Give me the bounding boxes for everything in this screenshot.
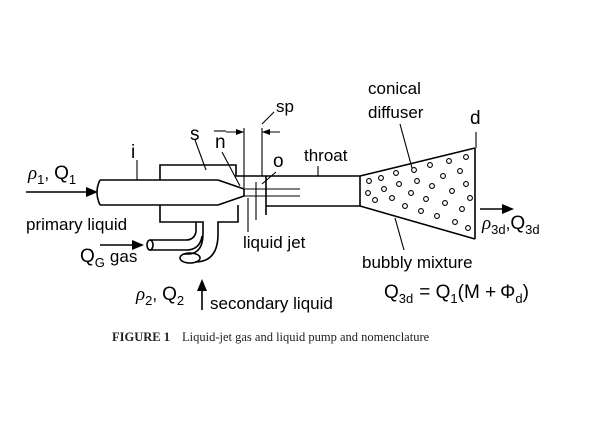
label-sp: sp [276, 97, 294, 116]
bubbles [365, 154, 473, 231]
label-s: s [190, 124, 200, 145]
label-throat: throat [304, 146, 348, 165]
label-n: n [215, 132, 226, 153]
label-primary-liquid: primary liquid [26, 215, 127, 234]
gas-inlet-pipe [146, 222, 203, 251]
primary-inlet-arrow [26, 187, 98, 197]
primary-flow-label: ρ1,Q1 [27, 163, 76, 187]
label-secondary-liquid: secondary liquid [210, 294, 333, 313]
mixing-throat [226, 111, 360, 220]
primary-pipe [96, 179, 245, 206]
secondary-inlet-arrow [197, 279, 207, 310]
conical-diffuser [359, 147, 476, 240]
flow-equation: Q3d= Q1(M +Φd) [384, 282, 529, 306]
outlet-flow-label: ρ3d,Q3d [481, 213, 540, 237]
outlet-arrow [480, 204, 514, 214]
label-d: d [470, 108, 481, 129]
gas-inlet-arrow [100, 240, 144, 250]
label-liquid-jet: liquid jet [243, 233, 306, 252]
leader-lines [136, 123, 477, 251]
label-o: o [273, 151, 284, 172]
label-bubbly-mixture: bubbly mixture [362, 253, 473, 272]
label-i: i [131, 142, 135, 163]
label-conical: conical [368, 79, 421, 98]
suction-chamber [159, 164, 266, 264]
secondary-flow-label: ρ2,Q2 [135, 284, 184, 308]
label-diffuser: diffuser [368, 103, 424, 122]
